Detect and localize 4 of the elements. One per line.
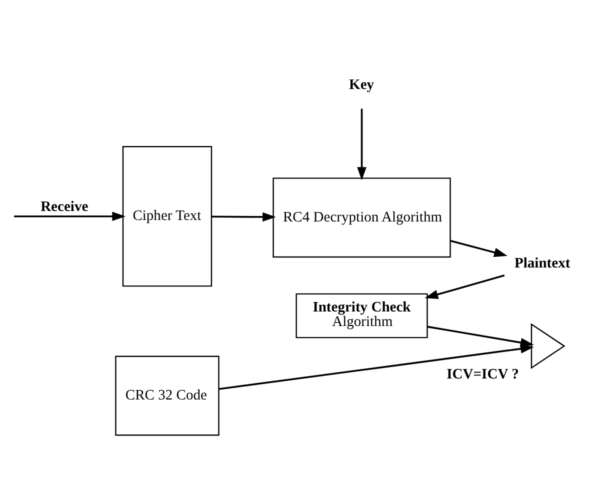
node-text: Plaintext — [514, 254, 570, 271]
edge-label: Receive — [40, 198, 88, 215]
node-text: Key — [349, 76, 374, 93]
node-label: ICV=ICV ? — [446, 366, 519, 382]
